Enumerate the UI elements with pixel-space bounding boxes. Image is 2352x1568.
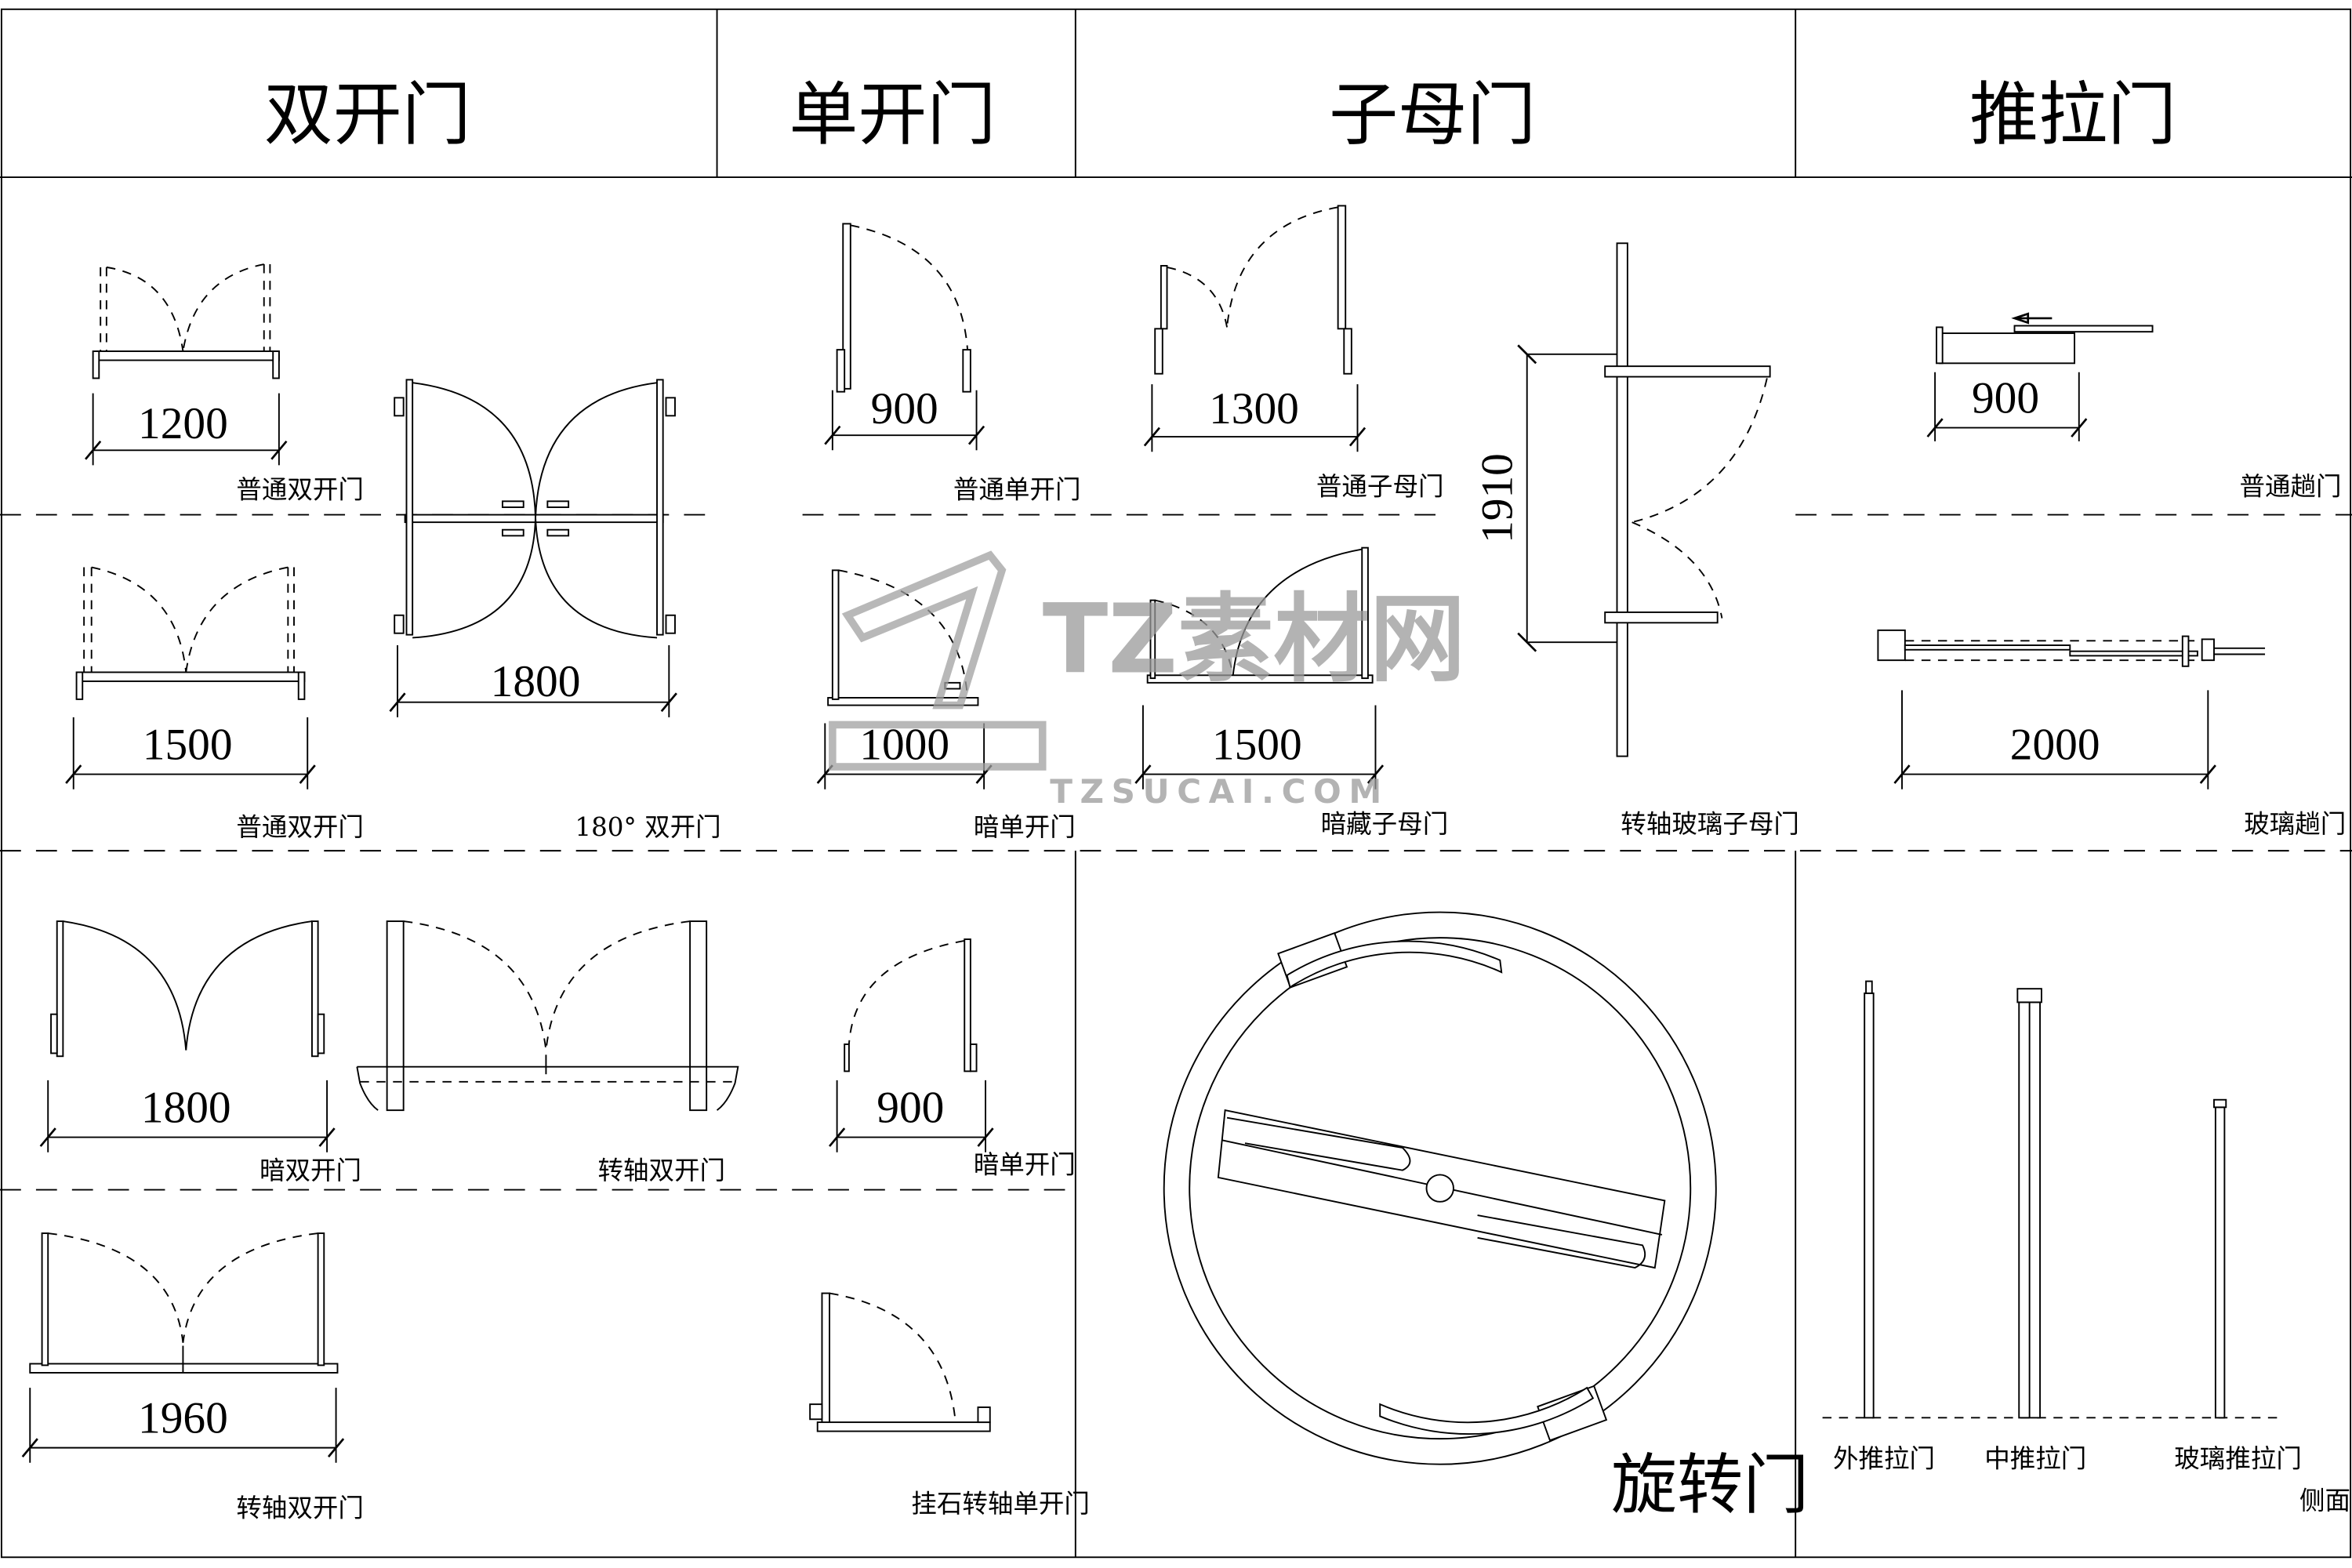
- caption: 暗单开门: [974, 1149, 1076, 1179]
- normal-double-door-1200: [85, 263, 288, 466]
- caption: 侧面: [2299, 1486, 2350, 1515]
- frame-grid: [0, 8, 2352, 1559]
- dimension-label: 900: [1972, 373, 2039, 423]
- normal-double-door-1500: [65, 566, 316, 789]
- caption: 普通双开门: [236, 812, 364, 842]
- caption: 180° 双开门: [575, 812, 720, 842]
- pivot-glass-mother-child-door-1910: [1517, 242, 1771, 757]
- revolving-door: [1163, 911, 1717, 1465]
- caption: 普通子母门: [1316, 472, 1444, 502]
- dimension-label: 1300: [1209, 384, 1299, 434]
- caption: 普通单开门: [953, 475, 1081, 505]
- dimension-label: 1960: [138, 1393, 228, 1443]
- caption: 玻璃推拉门: [2174, 1443, 2302, 1473]
- watermark-logo-text: TZ素材网: [1043, 583, 1466, 695]
- caption: 转轴双开门: [597, 1156, 725, 1185]
- dimension-label: 1500: [1212, 720, 1302, 769]
- revolving-door-title: 旋转门: [1611, 1446, 1809, 1523]
- pivot-double-door-1960: [21, 1232, 345, 1463]
- watermark: TZ素材网 TZSUCAI.COM: [829, 550, 1466, 811]
- caption: 玻璃趟门: [2244, 809, 2346, 839]
- watermark-logo-icon: [841, 550, 1007, 710]
- header-double-door: 双开门: [264, 74, 471, 154]
- caption: 外推拉门: [1833, 1443, 1935, 1473]
- caption: 暗单开门: [974, 812, 1076, 842]
- caption: 挂石转轴单开门: [911, 1489, 1090, 1519]
- dimension-label: 900: [871, 384, 938, 434]
- dimension-label: 1500: [143, 720, 233, 769]
- caption: 转轴玻璃子母门: [1621, 809, 1799, 839]
- caption: 中推拉门: [1984, 1443, 2086, 1473]
- glass-sliding-door-2000: [1877, 629, 2266, 789]
- caption: 普通趟门: [2240, 472, 2342, 502]
- normal-sliding-door-900: [1926, 312, 2154, 441]
- dimension-label: 1800: [141, 1083, 231, 1132]
- caption: 暗藏子母门: [1321, 809, 1449, 839]
- sliding-side-views: [1822, 980, 2281, 1419]
- header-single-door: 单开门: [789, 74, 996, 154]
- hidden-mother-child-door-1500: [1134, 546, 1385, 789]
- watermark-url: TZSUCAI.COM: [1050, 772, 1389, 811]
- header-mother-child-door: 子母门: [1329, 74, 1536, 154]
- dimension-label: 1800: [491, 657, 581, 706]
- dimension-label: 1910: [1473, 453, 1523, 543]
- header-sliding-door: 推拉门: [1969, 74, 2176, 154]
- caption: 普通双开门: [236, 475, 364, 505]
- normal-single-door-900: [824, 223, 985, 451]
- hidden-single-door-900: [829, 938, 994, 1152]
- double-door-180-1800: [389, 379, 677, 717]
- caption: 转轴双开门: [236, 1494, 364, 1523]
- dimension-label: 900: [877, 1083, 944, 1132]
- dimension-label: 1200: [138, 399, 228, 448]
- caption: 暗双开门: [260, 1156, 361, 1185]
- stone-pivot-single-door: [809, 1292, 991, 1432]
- pivot-double-door: [356, 920, 739, 1112]
- hidden-double-door-1800: [39, 920, 336, 1152]
- dimension-label: 2000: [2010, 720, 2100, 769]
- normal-mother-child-door-1300: [1143, 205, 1367, 452]
